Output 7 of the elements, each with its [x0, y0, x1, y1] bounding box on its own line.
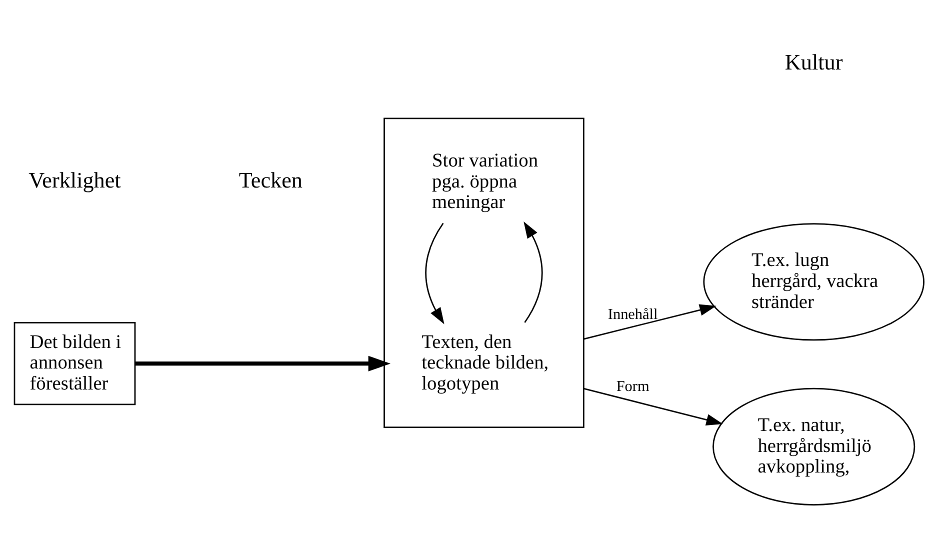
label: Verklighet: [28, 166, 121, 192]
label: Kultur: [784, 49, 843, 74]
edge-label: Form: [616, 378, 650, 395]
node-text: Texten, den tecknade bilden, logotypen: [422, 331, 549, 394]
label: Tecken: [238, 166, 302, 192]
node-text: Stor variation pga. öppna meningar: [432, 150, 538, 213]
edge-label: Innehåll: [608, 306, 658, 322]
